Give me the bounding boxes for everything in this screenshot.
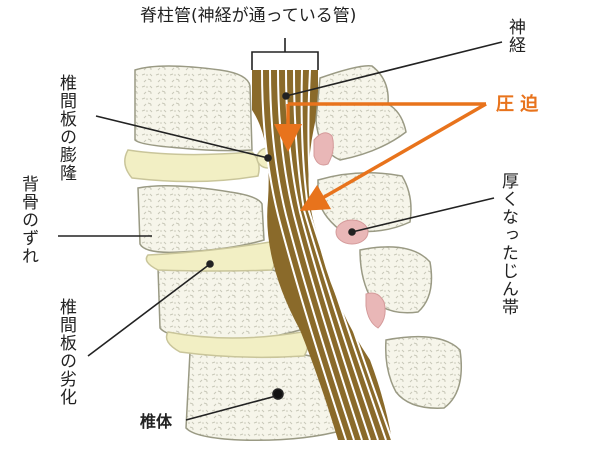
leader-lines — [58, 41, 503, 421]
spinal-canal-label: 脊柱管(神経が通っている管) — [140, 6, 357, 26]
canal-bracket — [251, 38, 319, 70]
pressure-arrows — [274, 102, 487, 211]
nerve-bundle — [261, 69, 393, 441]
spinal-canal — [252, 70, 392, 440]
vertebral-slip-label: 背骨のずれ — [18, 175, 38, 265]
intervertebral-discs — [124, 149, 309, 359]
vertebral-body-label: 椎体 — [140, 412, 173, 431]
nerve-label: 神経 — [505, 18, 525, 54]
vertebral-bodies — [134, 65, 345, 442]
pressure-label: 圧 迫 — [496, 94, 539, 115]
thickened-ligament-label: 厚くなったじん帯 — [498, 172, 518, 316]
posterior-elements — [315, 65, 463, 409]
disc-degeneration-label: 椎間板の劣化 — [56, 298, 76, 406]
disc-herniation-label: 椎間板の膨隆 — [56, 74, 76, 182]
